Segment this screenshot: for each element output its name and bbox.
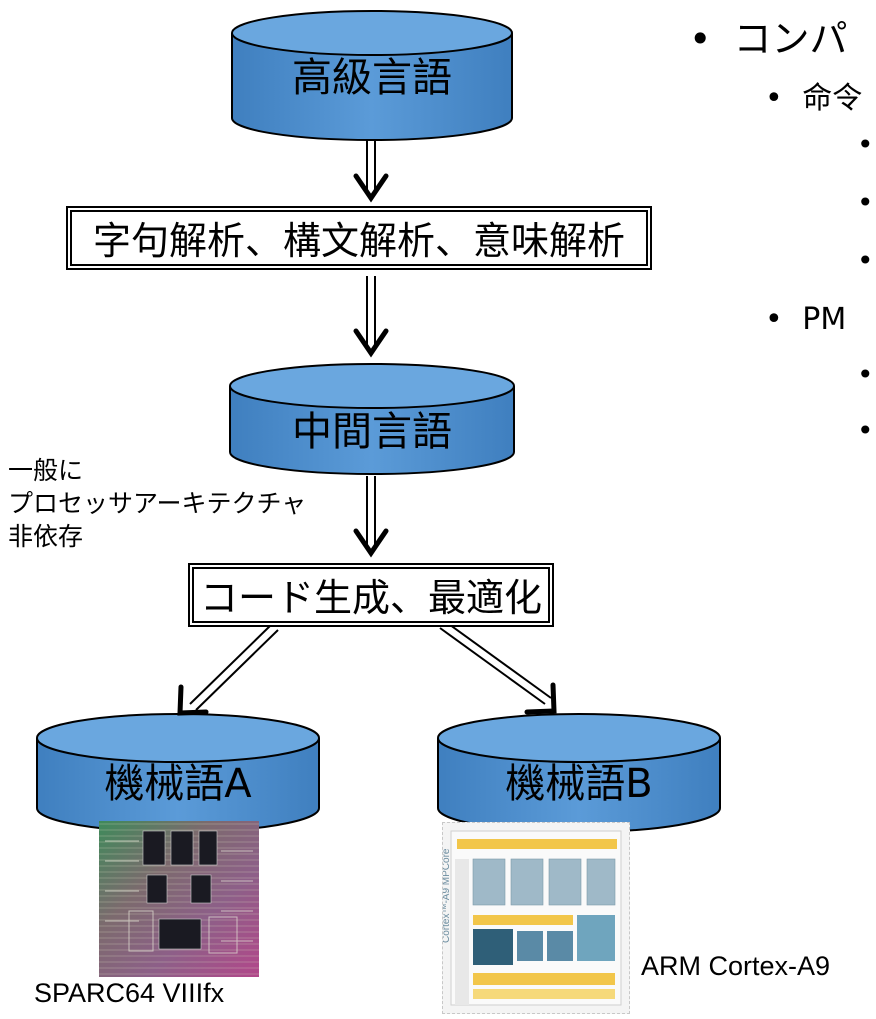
bullet-dot: •: [857, 186, 874, 219]
intermediate-language-label: 中間言語: [292, 409, 452, 455]
arrow-to-codegen: [353, 476, 389, 558]
analysis-step-box: 字句解析、構文解析、意味解析: [66, 206, 652, 270]
cylinder-high-level-language: [231, 10, 513, 141]
bullet-dot: •: [765, 81, 783, 116]
sparc64-die-image: [99, 821, 259, 977]
sparc64-caption: SPARC64 VIIIfx: [34, 978, 225, 1008]
cortex-a9-block-image: Cortex™-A9 MPCore: [442, 822, 630, 1014]
bullet-dot: •: [689, 17, 712, 61]
side-note-line-3: 非依存: [8, 522, 84, 551]
arrow-to-intermediate: [353, 276, 389, 358]
codegen-step-box: コード生成、最適化: [188, 563, 554, 627]
bullet-2-text: PM: [802, 302, 847, 337]
bullet-dot: •: [857, 244, 874, 277]
cortex-vertical-label: Cortex™-A9 MPCore: [442, 848, 452, 943]
arm-cortex-caption: ARM Cortex-A9: [641, 951, 831, 981]
machine-code-a-label: 機械語A: [104, 761, 252, 807]
bullet-dot: •: [857, 128, 874, 161]
bullet-dot: •: [765, 302, 783, 337]
bullet-1: • コンパ: [689, 8, 848, 63]
analysis-step-label: 字句解析、構文解析、意味解析: [92, 219, 625, 263]
bullet-2-2: •: [857, 414, 874, 447]
bullet-2: • PM: [765, 302, 846, 337]
codegen-step-label: コード生成、最適化: [199, 576, 542, 620]
bullet-1-1-text: 命令: [802, 81, 863, 116]
bullet-1-1-2: •: [857, 186, 874, 219]
arrow-to-analysis: [353, 140, 389, 203]
cylinder-machine-code-b: [437, 713, 721, 833]
bullet-1-text: コンパ: [733, 17, 848, 61]
bullet-dot: •: [857, 358, 874, 391]
cylinder-intermediate-language: [229, 363, 515, 475]
bullet-1-1-1: •: [857, 128, 874, 161]
bullet-dot: •: [857, 414, 874, 447]
side-note-line-1: 一般に: [8, 456, 84, 485]
arrow-to-machine-a: [177, 623, 279, 716]
bullet-2-1: •: [857, 358, 874, 391]
arrow-to-machine-b: [439, 621, 557, 715]
bullet-1-1-3: •: [857, 244, 874, 277]
bullet-1-1: • 命令: [765, 73, 862, 117]
machine-code-b-label: 機械語B: [505, 761, 653, 807]
side-note-line-2: プロセッサアーキテクチャ: [8, 489, 307, 518]
high-level-language-label: 高級言語: [292, 55, 452, 101]
